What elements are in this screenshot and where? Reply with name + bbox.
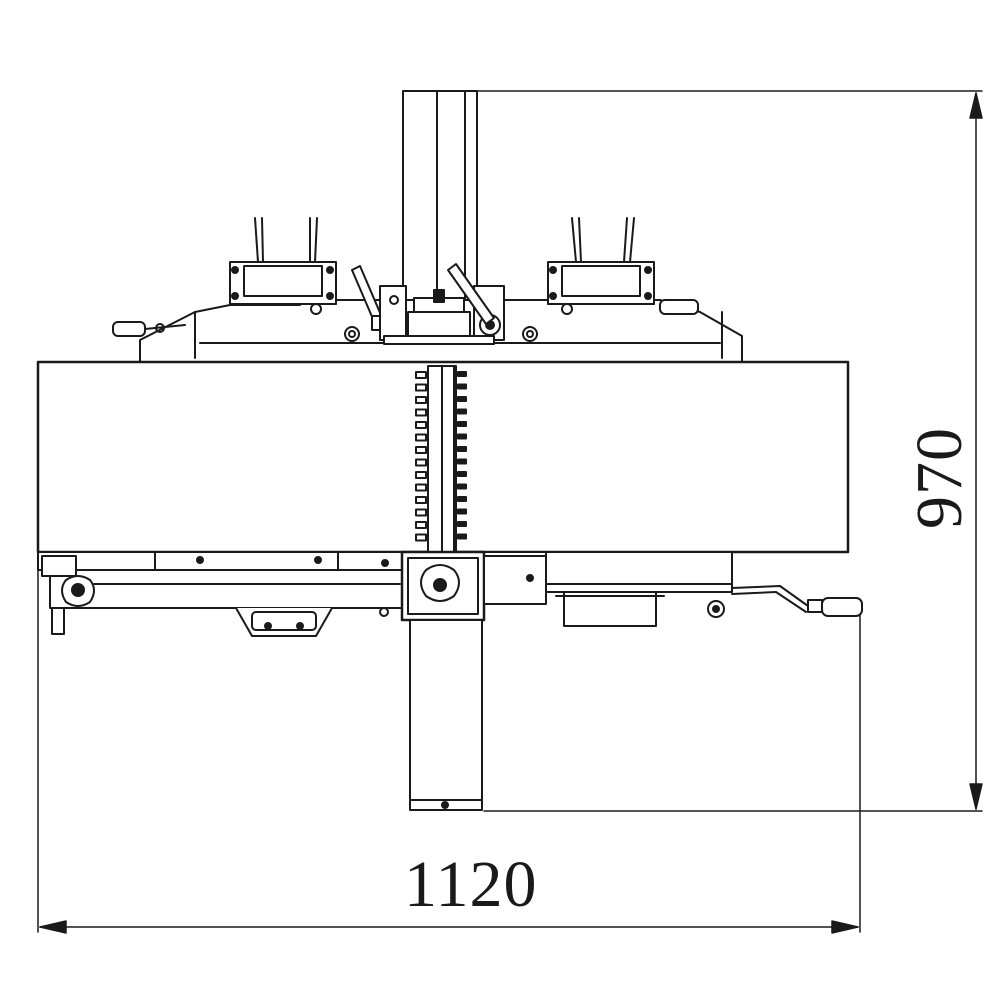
fence-tooth — [415, 421, 427, 429]
fence-teeth-right — [457, 371, 467, 540]
right-lower-assembly — [545, 551, 863, 627]
fence-tooth — [457, 483, 467, 490]
fence-tooth — [415, 533, 427, 542]
fence-tooth — [415, 383, 427, 392]
fence-tooth — [457, 521, 467, 527]
fence-tooth — [415, 458, 427, 467]
fence-tooth — [415, 471, 427, 479]
fence-tooth — [415, 483, 427, 492]
fence-tooth — [457, 433, 467, 440]
fence-tooth — [457, 396, 467, 402]
fence-teeth-left — [415, 371, 427, 542]
left-handle — [112, 321, 186, 337]
center-clamp — [379, 263, 505, 345]
fence-tooth — [415, 508, 427, 517]
fence-tooth — [415, 396, 427, 404]
fence-tooth — [457, 371, 467, 377]
right-knob — [659, 299, 699, 315]
width-dimension-label: 1120 — [404, 848, 538, 921]
main-table — [36, 360, 850, 554]
width-arrow-right — [831, 920, 859, 934]
height-arrow-top — [969, 92, 983, 119]
motor-housing — [235, 607, 333, 637]
fence-tooth — [415, 521, 427, 529]
dimension-lines — [37, 90, 983, 934]
fence-tooth — [457, 446, 467, 452]
fence-tooth — [415, 446, 427, 454]
right-cutter-head — [522, 217, 655, 342]
fence-tooth — [457, 508, 467, 515]
width-arrow-left — [39, 920, 67, 934]
fence-tooth — [457, 496, 467, 502]
height-arrow-bottom — [969, 783, 983, 810]
fence-tooth — [415, 408, 427, 417]
fence-tooth — [457, 383, 467, 390]
fence-tooth — [457, 421, 467, 427]
lower-column — [409, 619, 483, 811]
fence-tooth — [415, 433, 427, 442]
left-cutter-head — [229, 217, 387, 342]
height-dimension-label: 970 — [903, 427, 976, 529]
fence-tooth — [457, 408, 467, 415]
left-star-knob — [61, 575, 95, 607]
fence-tooth — [457, 533, 467, 540]
fence-tooth — [457, 458, 467, 465]
fence-tooth — [457, 471, 467, 477]
fence-tooth — [415, 371, 427, 379]
fence-tooth — [415, 496, 427, 504]
slide-carriage — [400, 550, 547, 622]
